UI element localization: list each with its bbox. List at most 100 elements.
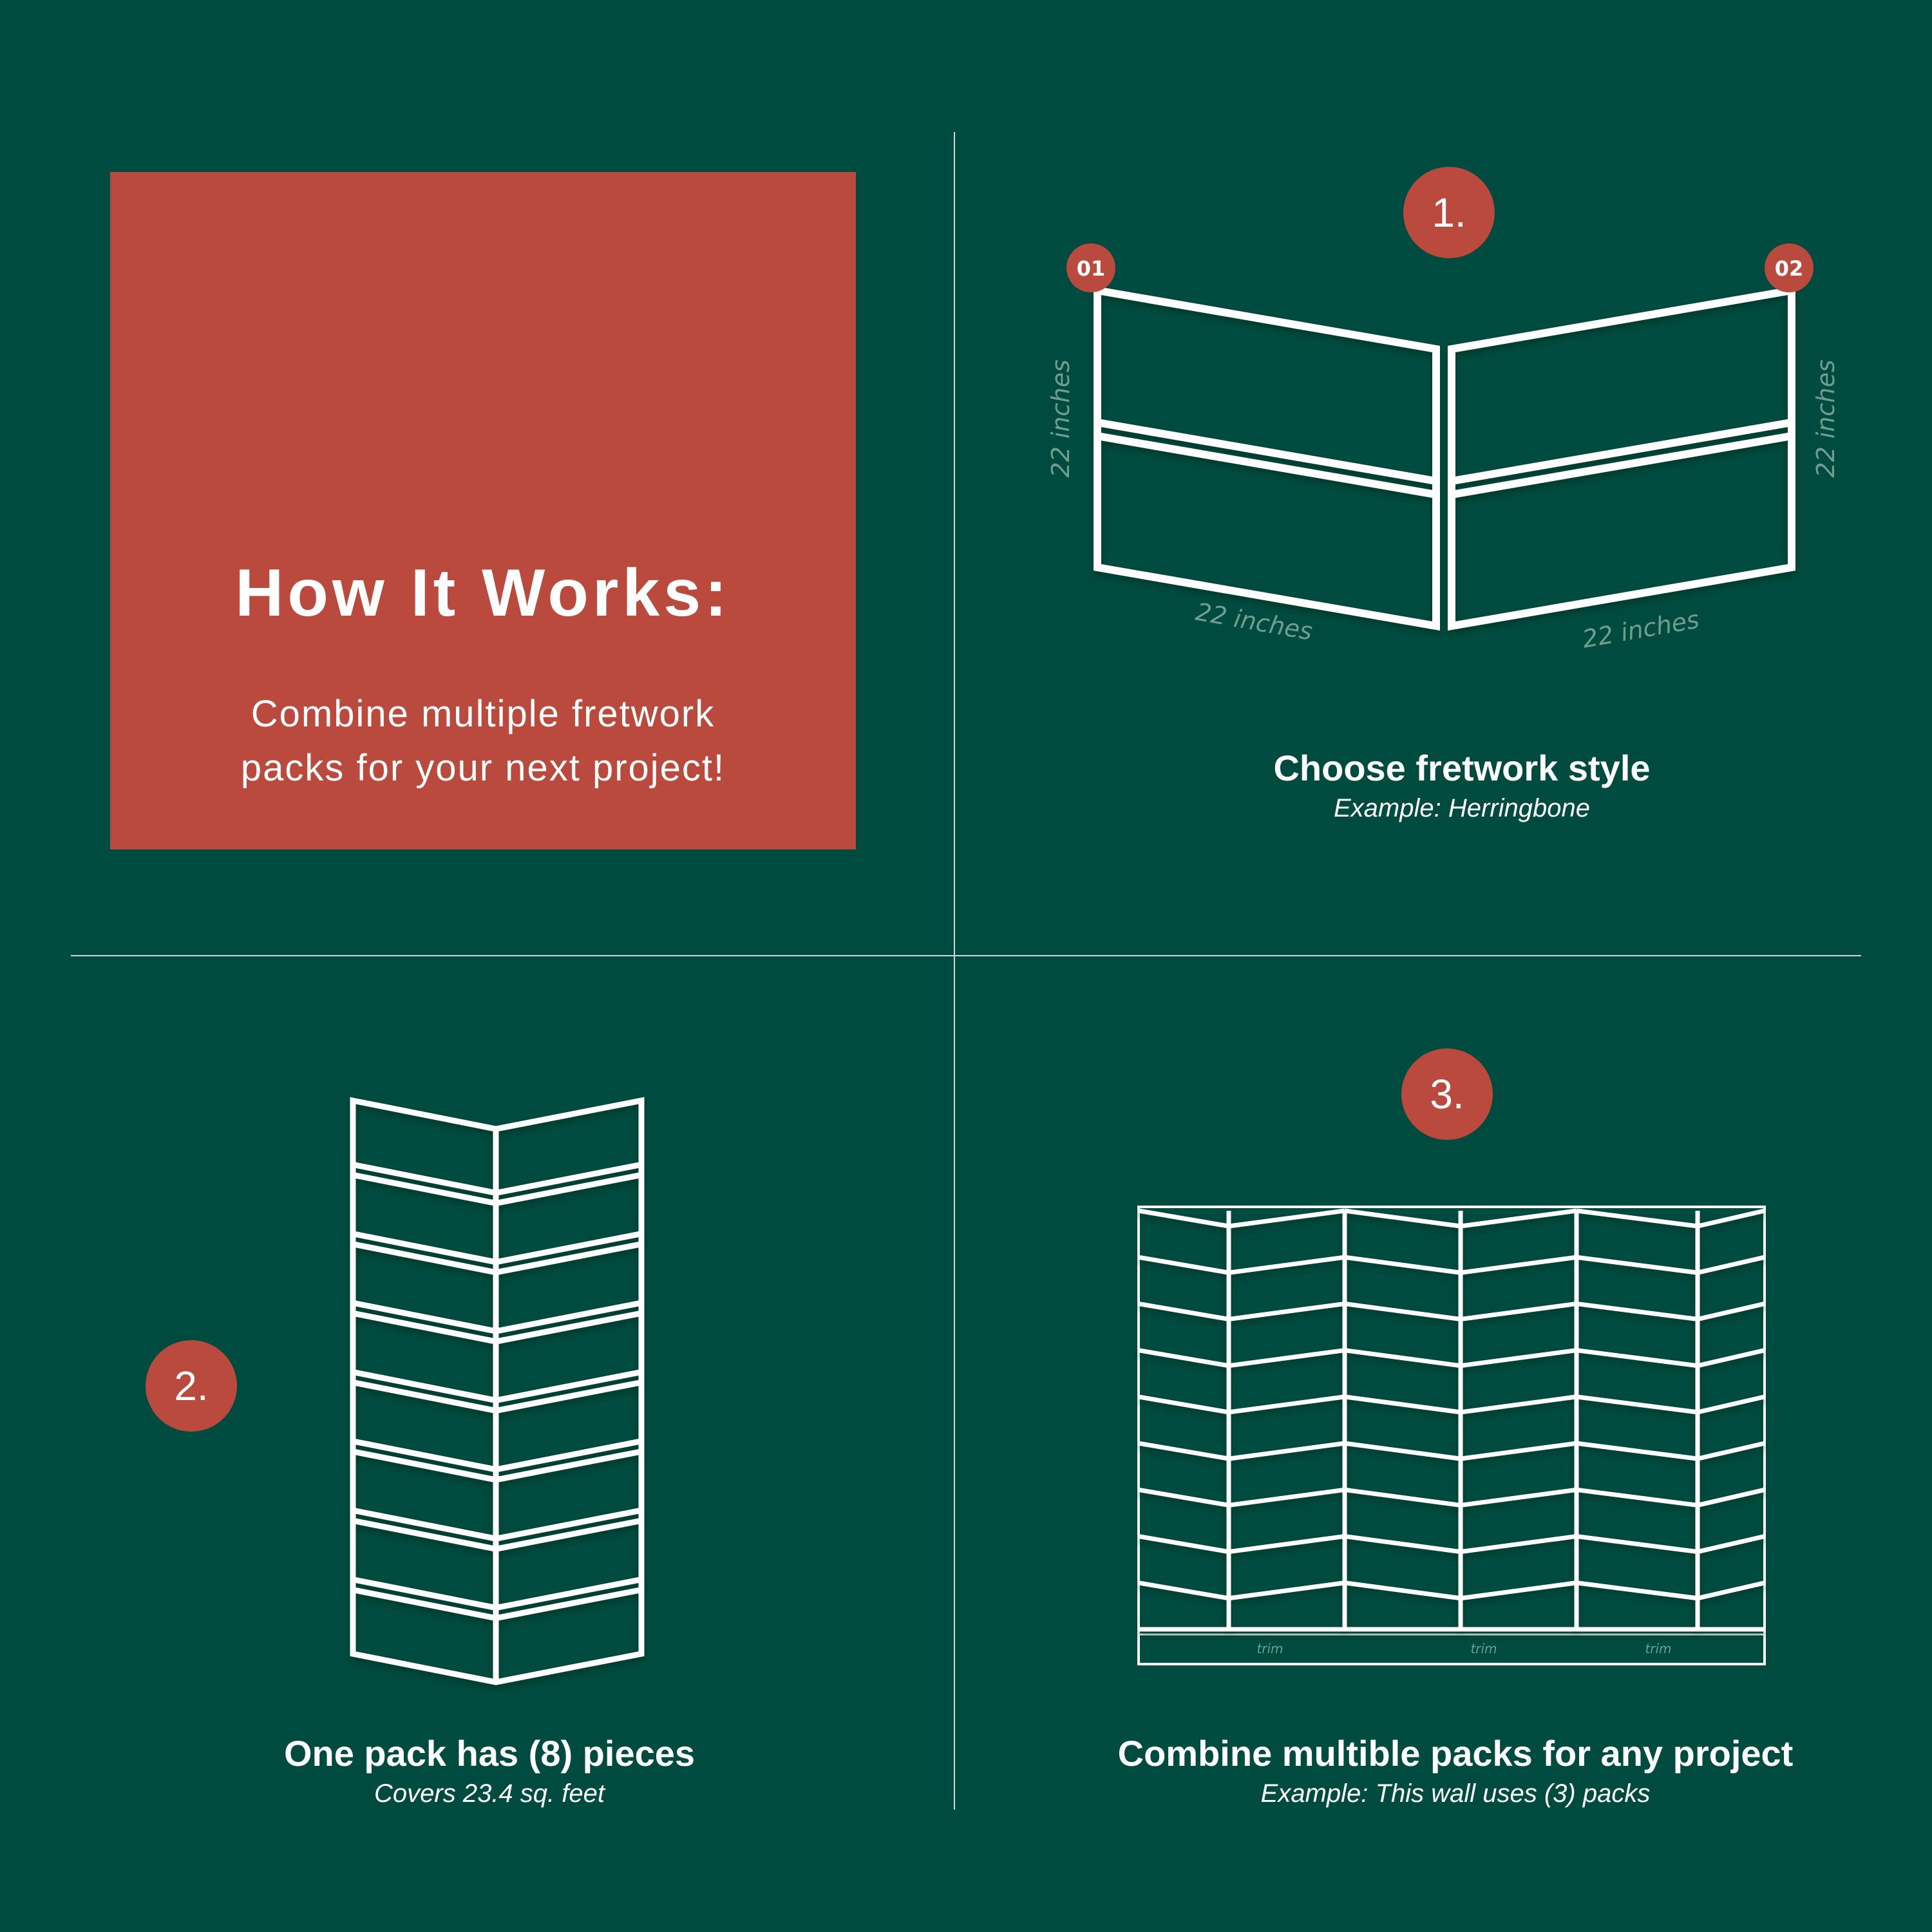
- pack-piece-seam-left: [350, 1299, 499, 1345]
- wall-piece-edge: [1228, 1348, 1345, 1368]
- wall-piece-edge: [1344, 1208, 1461, 1229]
- pack-piece-seam-right: [493, 1230, 645, 1276]
- wall-piece-edge: [1697, 1394, 1765, 1415]
- wall-pattern: [1138, 1208, 1765, 1632]
- wall-piece-edge: [1344, 1487, 1461, 1508]
- wall-piece-edge: [1138, 1580, 1229, 1601]
- step-3-subtitle: Example: This wall uses (3) packs: [1260, 1779, 1651, 1808]
- wall-piece-edge: [1138, 1534, 1229, 1555]
- intro-title: How It Works:: [235, 556, 731, 630]
- pack-piece-seam-right: [493, 1576, 645, 1622]
- intro-panel: How It Works: Combine multiple fretwork …: [110, 172, 856, 849]
- wall-piece-edge: [1138, 1255, 1229, 1275]
- wall-piece-edge: [1460, 1301, 1577, 1321]
- wall-piece-edge: [1460, 1580, 1577, 1601]
- wall-piece-edge: [1460, 1208, 1577, 1229]
- pack-piece-seam-left: [350, 1368, 499, 1414]
- wall-piece-edge: [1576, 1580, 1698, 1601]
- step-2-pack-diagram: [350, 1097, 645, 1685]
- wall-piece-edge: [1228, 1255, 1345, 1275]
- pack-piece-seam-right: [493, 1299, 645, 1345]
- wall-piece-edge: [1138, 1208, 1229, 1229]
- trim-label-3: trim: [1645, 1641, 1671, 1656]
- wall-piece-edge: [1228, 1580, 1345, 1601]
- wall-piece-edge: [1460, 1255, 1577, 1275]
- wall-piece-edge: [1228, 1441, 1345, 1461]
- wall-piece-edge: [1460, 1441, 1577, 1461]
- wall-piece-edge: [1460, 1394, 1577, 1415]
- pack-piece-seam-left: [350, 1506, 499, 1553]
- step-2-title: One pack has (8) pieces: [283, 1733, 696, 1774]
- pack-piece-seam-left: [350, 1230, 499, 1276]
- wall-piece-edge: [1576, 1394, 1698, 1415]
- intro-body-line-2: packs for your next project!: [240, 747, 726, 789]
- trim-label-1: trim: [1256, 1641, 1283, 1656]
- step-1-title: Choose fretwork style: [1273, 748, 1651, 788]
- marker-02-label: 02: [1775, 256, 1804, 281]
- wall-piece-edge: [1697, 1208, 1765, 1229]
- wall-piece-edge: [1460, 1487, 1577, 1508]
- wall-piece-edge: [1228, 1487, 1345, 1508]
- wall-piece-edge: [1228, 1534, 1345, 1555]
- pack-piece-seam-left: [350, 1437, 499, 1484]
- wall-piece-edge: [1460, 1348, 1577, 1368]
- pack-piece-seam-right: [493, 1506, 645, 1553]
- wall-piece-edge: [1697, 1255, 1765, 1275]
- wall-piece-edge: [1344, 1301, 1461, 1321]
- wall-piece-edge: [1228, 1208, 1345, 1229]
- wall-piece-edge: [1228, 1394, 1345, 1415]
- wall-piece-edge: [1576, 1441, 1698, 1461]
- wall-piece-edge: [1576, 1487, 1698, 1508]
- wall-piece-edge: [1344, 1394, 1461, 1415]
- wall-piece-edge: [1138, 1348, 1229, 1368]
- step-2-subtitle: Covers 23.4 sq. feet: [374, 1779, 605, 1808]
- wall-piece-edge: [1138, 1301, 1229, 1321]
- wall-piece-edge: [1344, 1441, 1461, 1461]
- corner-marker-01: 01: [1066, 243, 1115, 292]
- pack-piece-seam-left: [350, 1576, 499, 1622]
- wall-piece-edge: [1697, 1487, 1765, 1508]
- step-3-caption: Combine multible packs for any project E…: [1069, 1732, 1842, 1808]
- wall-piece-edge: [1576, 1534, 1698, 1555]
- wall-outline: [1137, 1206, 1766, 1665]
- step-2-caption: One pack has (8) pieces Covers 23.4 sq. …: [232, 1732, 747, 1808]
- pack-piece-seam-left: [350, 1160, 499, 1207]
- step-1-subtitle: Example: Herringbone: [1334, 794, 1590, 822]
- step-1-caption: Choose fretwork style Example: Herringbo…: [1088, 747, 1835, 823]
- wall-piece-edge: [1576, 1255, 1698, 1275]
- herringbone-piece-right-strip: [1448, 417, 1795, 500]
- dimension-left-height: 22 inches: [1046, 359, 1075, 477]
- step-3-badge: 3.: [1401, 1048, 1493, 1140]
- wall-piece-edge: [1697, 1441, 1765, 1461]
- wall-piece-edge: [1460, 1534, 1577, 1555]
- wall-piece-edge: [1697, 1534, 1765, 1554]
- wall-piece-edge: [1344, 1255, 1461, 1275]
- corner-marker-02: 02: [1765, 243, 1814, 292]
- step-1-badge: 1.: [1403, 167, 1495, 258]
- wall-piece-edge: [1344, 1348, 1461, 1368]
- marker-01-label: 01: [1077, 256, 1106, 281]
- vertical-divider: [954, 132, 955, 1810]
- horizontal-divider: [71, 955, 1861, 956]
- pack-piece-seam-right: [493, 1160, 645, 1207]
- wall-piece-edge: [1576, 1348, 1698, 1368]
- pack-piece-seam-right: [493, 1368, 645, 1414]
- wall-piece-edge: [1344, 1534, 1461, 1555]
- herringbone-piece-left: [1094, 285, 1440, 631]
- step-2-badge: 2.: [146, 1340, 237, 1432]
- wall-piece-edge: [1697, 1580, 1765, 1601]
- pack-piece-seam-right: [493, 1437, 645, 1484]
- herringbone-piece-right: [1448, 285, 1795, 631]
- wall-piece-edge: [1344, 1580, 1461, 1601]
- wall-piece-edge: [1138, 1441, 1229, 1461]
- step-3-title: Combine multible packs for any project: [1117, 1733, 1794, 1774]
- intro-body-line-1: Combine multiple fretwork: [251, 693, 715, 735]
- dimension-right-width: 22 inches: [1580, 605, 1701, 654]
- wall-piece-edge: [1228, 1301, 1345, 1321]
- wall-piece-edge: [1697, 1302, 1765, 1321]
- trim-label-2: trim: [1470, 1641, 1497, 1656]
- wall-piece-edge: [1697, 1348, 1765, 1368]
- step-3-wall-diagram: trim trim trim: [1137, 1206, 1766, 1665]
